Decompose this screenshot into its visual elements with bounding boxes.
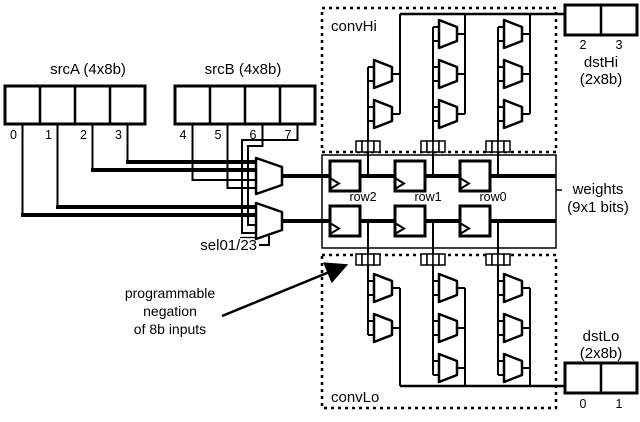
wiring-convhi xyxy=(367,12,565,141)
row-label: row1 xyxy=(414,190,441,204)
conv-mux xyxy=(372,312,394,344)
wire xyxy=(392,287,401,386)
srca-register xyxy=(3,84,147,126)
conv-mux xyxy=(372,272,394,304)
wire xyxy=(191,124,256,181)
select-negated: 23 xyxy=(240,237,257,254)
wiring-src-inputs xyxy=(21,124,299,246)
cell-index: 4 xyxy=(180,128,187,142)
note-line: negation xyxy=(143,303,197,319)
note-line: programmable xyxy=(125,285,215,301)
srca-dividers xyxy=(38,86,112,124)
cell-index: 7 xyxy=(285,128,292,142)
wiring-convlo xyxy=(367,265,565,388)
wire xyxy=(457,287,466,386)
wire xyxy=(457,14,466,115)
cell-index: 2 xyxy=(580,38,587,52)
conv-mux xyxy=(437,352,459,384)
srcb-register xyxy=(173,84,317,126)
conv-mux xyxy=(437,58,459,90)
flip-flop xyxy=(458,159,492,193)
note-line: of 8b inputs xyxy=(134,321,206,337)
input-mux-lo xyxy=(254,201,284,241)
cell-index: 2 xyxy=(80,128,87,142)
cell-index: 6 xyxy=(250,128,257,142)
weights-size: (9x1 bits) xyxy=(567,199,629,216)
conv-mux xyxy=(437,98,459,130)
wire xyxy=(522,287,531,386)
cell-index: 0 xyxy=(580,397,587,411)
wiring-weights-chain xyxy=(282,152,562,254)
conv-mux xyxy=(502,98,524,130)
wire xyxy=(368,66,374,122)
wire xyxy=(368,280,374,336)
dstlo-register xyxy=(563,361,639,395)
negation-unit xyxy=(420,253,446,266)
flip-flop xyxy=(458,204,492,238)
negation-arrow xyxy=(221,262,349,318)
conv-mux xyxy=(437,272,459,304)
conv-mux xyxy=(502,58,524,90)
select-prefix: sel01/ xyxy=(200,237,241,254)
convlo-block-border xyxy=(320,253,558,410)
dsthi-size: (2x8b) xyxy=(580,71,623,88)
dsthi-title: dstHi xyxy=(584,54,618,71)
weights-label: weights xyxy=(572,181,624,198)
srca-title: srcA (4x8b) xyxy=(50,61,126,78)
srcb-dividers xyxy=(208,86,282,124)
wire xyxy=(498,280,504,376)
wire xyxy=(226,124,256,189)
conv-mux xyxy=(372,58,394,90)
flip-flop xyxy=(328,204,362,238)
cell-index: 5 xyxy=(215,128,222,142)
row-label: row0 xyxy=(479,190,506,204)
negation-unit xyxy=(355,253,381,266)
wire xyxy=(392,14,401,115)
select-label: sel01/23 xyxy=(200,237,257,254)
cell-index: 0 xyxy=(10,128,17,142)
convlo-label: convLo xyxy=(331,389,379,406)
wire xyxy=(241,124,299,234)
conv-mux xyxy=(437,312,459,344)
cell-index: 1 xyxy=(616,397,623,411)
dsthi-register xyxy=(563,3,639,37)
flip-flop xyxy=(393,159,427,193)
wire xyxy=(433,26,439,122)
row-label: row2 xyxy=(349,190,376,204)
negation-unit xyxy=(485,140,511,153)
cell-index: 3 xyxy=(115,128,122,142)
convhi-label: convHi xyxy=(331,18,377,35)
conv-mux xyxy=(502,18,524,50)
conv-mux xyxy=(372,98,394,130)
wire xyxy=(247,124,264,226)
srcb-title: srcB (4x8b) xyxy=(205,61,282,78)
cell-index: 3 xyxy=(616,38,623,52)
dstlo-title: dstLo xyxy=(583,328,620,345)
dstlo-size: (2x8b) xyxy=(580,345,623,362)
input-mux-hi xyxy=(254,156,284,196)
conv-mux xyxy=(502,272,524,304)
cell-index: 1 xyxy=(45,128,52,142)
wire xyxy=(498,26,504,122)
flip-flop xyxy=(393,204,427,238)
weights-block-border xyxy=(321,154,557,249)
negation-unit xyxy=(420,140,446,153)
wire xyxy=(522,14,531,115)
conv-mux xyxy=(502,352,524,384)
negation-unit xyxy=(355,140,381,153)
negation-unit xyxy=(485,253,511,266)
conv-mux xyxy=(502,312,524,344)
conv-mux xyxy=(437,18,459,50)
wire xyxy=(433,280,439,376)
flip-flop xyxy=(328,159,362,193)
wire-select xyxy=(259,236,270,246)
